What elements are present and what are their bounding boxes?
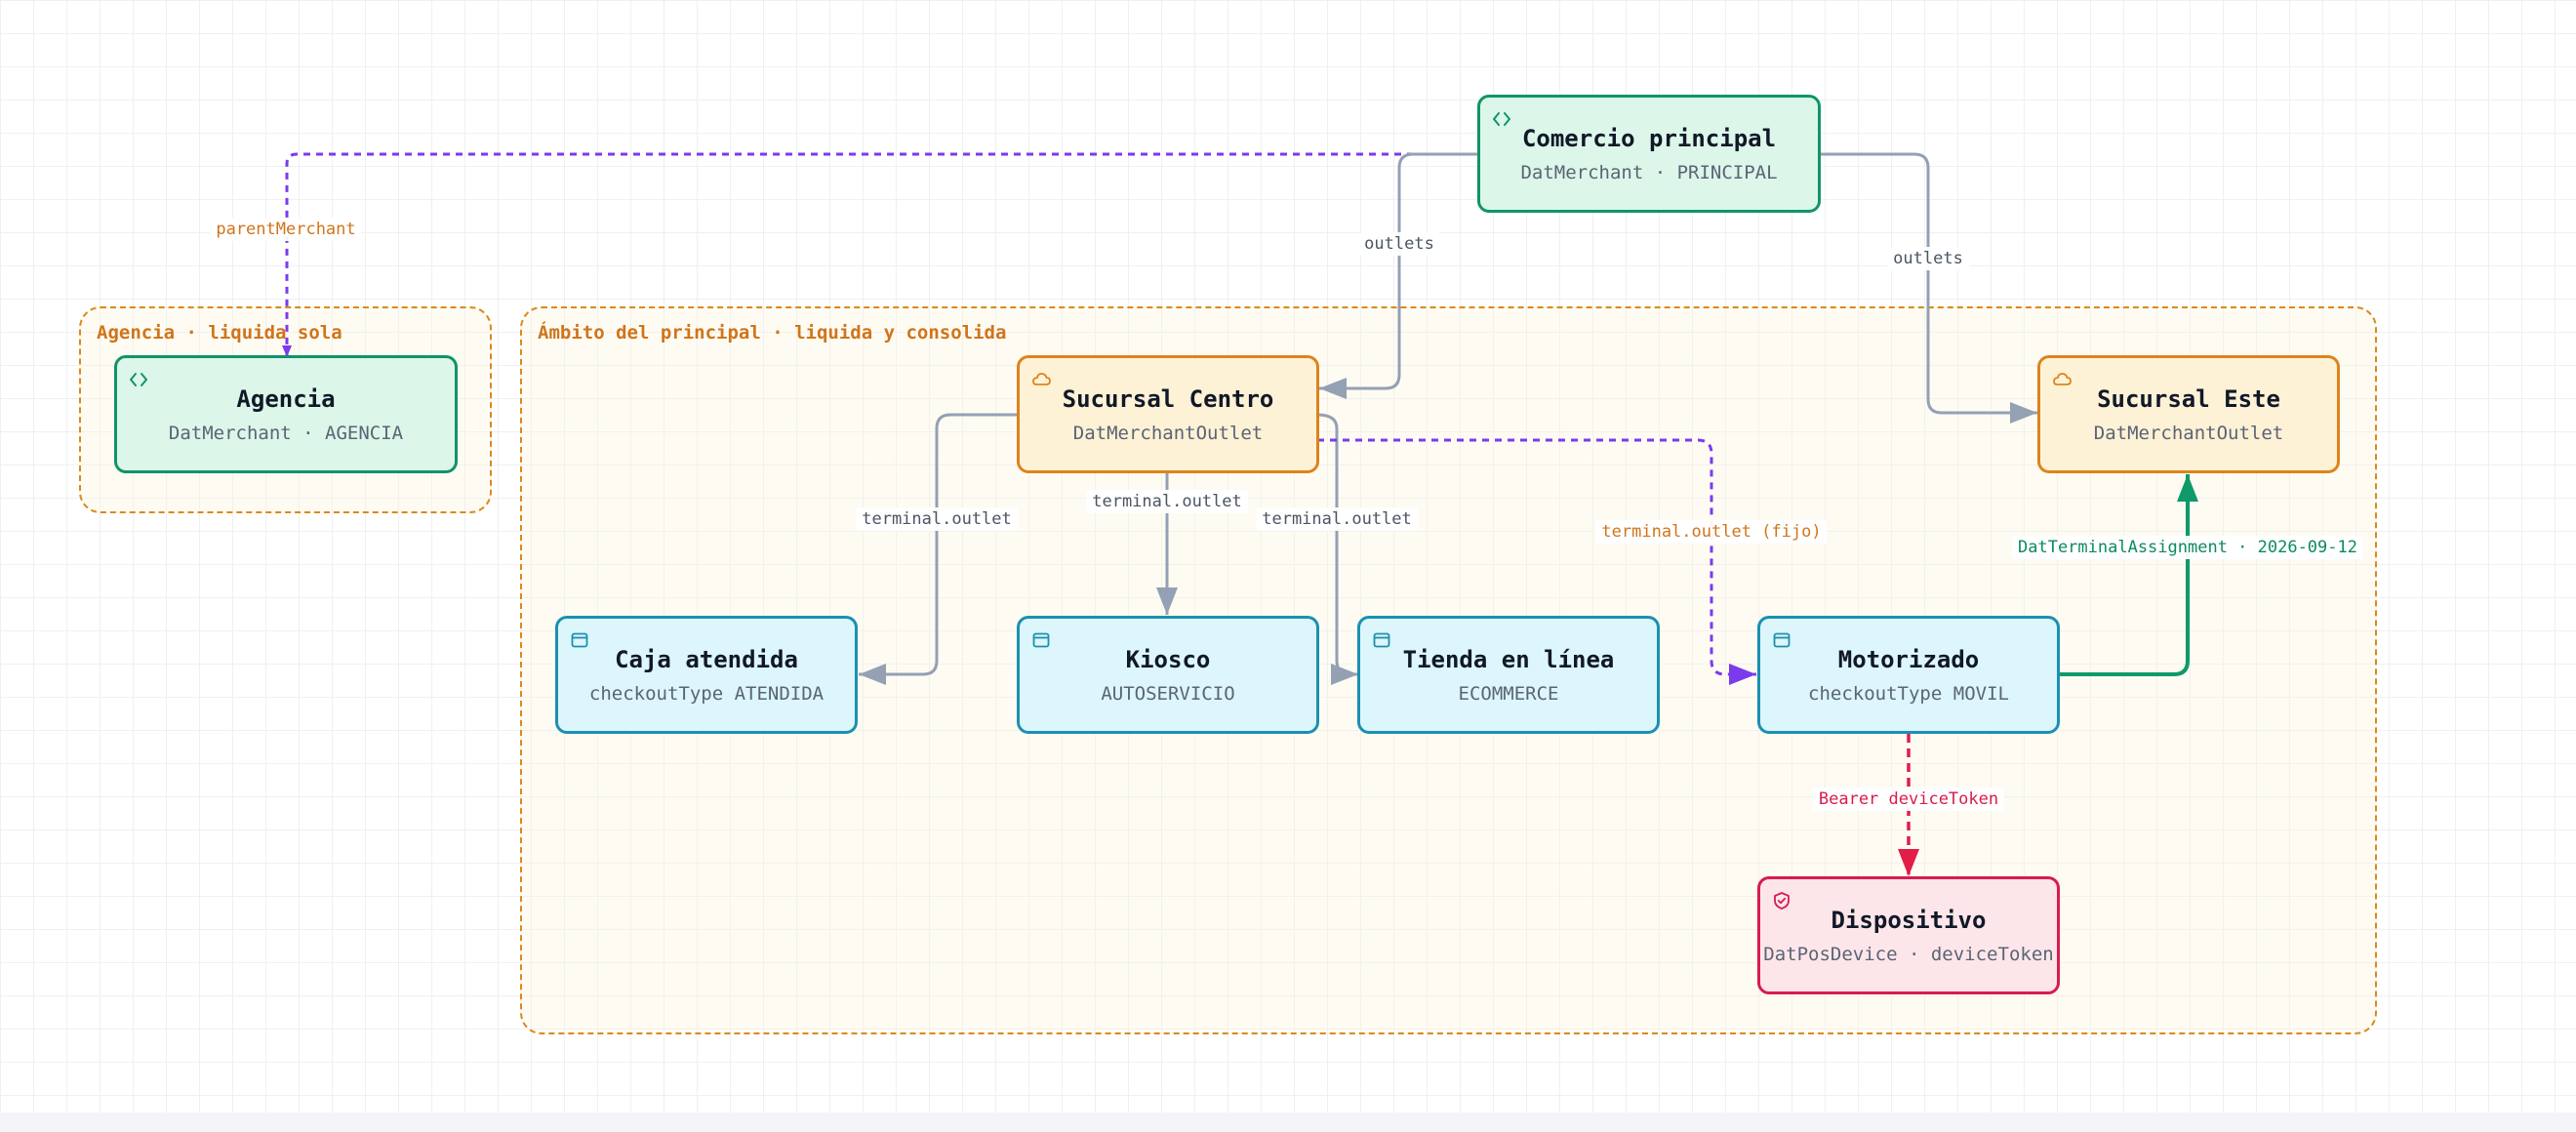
edge-label-terminal-tienda: terminal.outlet [1256, 507, 1418, 531]
edge-terminal-fijo [1317, 438, 1756, 685]
canvas-footer [0, 1112, 2576, 1132]
node-tienda-en-linea[interactable]: Tienda en línea ECOMMERCE [1357, 616, 1660, 734]
edge-label-terminal-fijo: terminal.outlet (fijo) [1595, 520, 1828, 544]
window-icon [1773, 632, 1791, 648]
edge-terminal-tienda [1316, 413, 1358, 685]
node-subtitle: ECOMMERCE [1458, 682, 1559, 705]
node-motorizado[interactable]: Motorizado checkoutType MOVIL [1757, 616, 2060, 734]
edge-terminal-caja [859, 413, 1017, 685]
node-subtitle: DatMerchant · PRINCIPAL [1520, 161, 1778, 183]
edge-label-outlets-este: outlets [1887, 247, 1969, 270]
node-title: Comercio principal [1521, 124, 1777, 152]
node-subtitle: checkoutType ATENDIDA [588, 682, 825, 705]
agency-group-label: Agencia · liquida sola [97, 322, 342, 344]
window-icon [1032, 632, 1050, 648]
code-icon [130, 373, 147, 386]
edge-label-parent-merchant: parentMerchant [210, 218, 362, 241]
node-title: Motorizado [1837, 645, 1980, 673]
edge-label-assignment: DatTerminalAssignment · 2026-09-12 [2012, 536, 2363, 559]
node-title: Agencia [236, 384, 336, 413]
code-icon [1493, 112, 1510, 126]
edge-label-bearer: Bearer deviceToken [1812, 788, 2005, 811]
node-subtitle: DatPosDevice · deviceToken [1763, 943, 2054, 965]
principal-scope-group-label: Ámbito del principal · liquida y consoli… [538, 322, 1007, 344]
shield-check-icon [1774, 892, 1790, 910]
node-subtitle: checkoutType MOVIL [1808, 682, 2009, 705]
node-title: Sucursal Centro [1062, 384, 1274, 413]
edge-label-terminal-kiosco: terminal.outlet [1086, 490, 1248, 513]
edge-label-outlets-centro: outlets [1358, 232, 1440, 256]
edge-outlets-este [1821, 152, 2037, 424]
edge-label-terminal-caja: terminal.outlet [856, 507, 1018, 531]
window-icon [571, 632, 588, 648]
node-title: Kiosco [1125, 645, 1211, 673]
node-subtitle: DatMerchant · AGENCIA [168, 422, 404, 444]
node-title: Caja atendida [615, 645, 798, 673]
node-comercio-principal[interactable]: Comercio principal DatMerchant · PRINCIP… [1477, 95, 1821, 213]
node-subtitle: AUTOSERVICIO [1101, 682, 1235, 705]
node-sucursal-este[interactable]: Sucursal Este DatMerchantOutlet [2037, 355, 2340, 473]
node-agencia[interactable]: Agencia DatMerchant · AGENCIA [114, 355, 458, 473]
node-caja-atendida[interactable]: Caja atendida checkoutType ATENDIDA [555, 616, 858, 734]
edge-assignment [2059, 474, 2198, 676]
node-subtitle: DatMerchantOutlet [1072, 422, 1264, 444]
node-kiosco[interactable]: Kiosco AUTOSERVICIO [1017, 616, 1319, 734]
window-icon [1373, 632, 1390, 648]
edge-parent-merchant [282, 152, 1477, 357]
node-title: Dispositivo [1831, 906, 1987, 934]
node-sucursal-centro[interactable]: Sucursal Centro DatMerchantOutlet [1017, 355, 1319, 473]
node-title: Sucursal Este [2097, 384, 2280, 413]
edge-outlets-centro [1319, 152, 1477, 399]
cloud-icon [1032, 373, 1051, 385]
node-title: Tienda en línea [1402, 645, 1615, 673]
cloud-icon [2053, 373, 2072, 385]
node-dispositivo[interactable]: Dispositivo DatPosDevice · deviceToken [1757, 876, 2060, 994]
node-subtitle: DatMerchantOutlet [2093, 422, 2284, 444]
